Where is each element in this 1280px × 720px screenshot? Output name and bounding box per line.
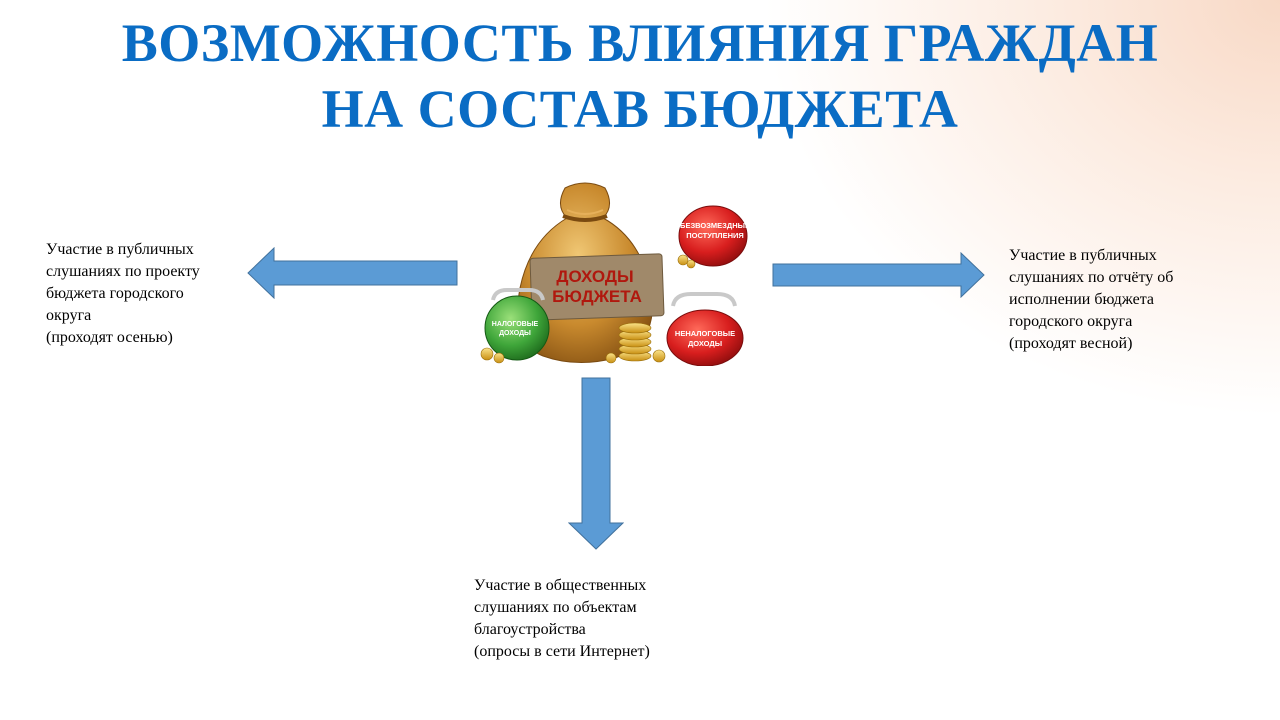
budget-revenue-illustration: ДОХОДЫ БЮДЖЕТА БЕЗВОЗМЕЗДНЫЕ ПОСТУПЛЕНИЯ… bbox=[465, 178, 750, 367]
top-right-red-purse: БЕЗВОЗМЕЗДНЫЕ ПОСТУПЛЕНИЯ bbox=[677, 205, 750, 269]
right-branch-text: Участие в публичных слушаниях по отчёту … bbox=[1009, 245, 1173, 355]
right-arrow bbox=[772, 252, 985, 298]
bag-label-line-2: БЮДЖЕТА bbox=[552, 287, 642, 306]
bottom-line-1: Участие в общественных bbox=[474, 577, 647, 594]
left-line-1: Участие в публичных bbox=[46, 241, 194, 258]
bottom-line-4: (опросы в сети Интернет) bbox=[474, 643, 650, 660]
right-line-2: слушаниях по отчёту об bbox=[1009, 269, 1174, 286]
coin-stack bbox=[605, 322, 666, 364]
left-green-purse: НАЛОГОВЫЕ ДОХОДЫ bbox=[480, 288, 550, 364]
bottom-branch-text: Участие в общественных слушаниях по объе… bbox=[474, 575, 650, 663]
top-right-purse-line-2: ПОСТУПЛЕНИЯ bbox=[686, 231, 744, 240]
right-line-1: Участие в публичных bbox=[1009, 247, 1157, 264]
left-arrow bbox=[247, 247, 458, 299]
left-purse-line-2: ДОХОДЫ bbox=[499, 330, 531, 337]
right-purse-line-1: НЕНАЛОГОВЫЕ bbox=[675, 329, 735, 338]
bag-label-line-1: ДОХОДЫ bbox=[556, 267, 633, 286]
top-right-purse-line-1: БЕЗВОЗМЕЗДНЫЕ bbox=[680, 221, 748, 230]
left-line-3: бюджета городского bbox=[46, 285, 184, 302]
left-purse-line-1: НАЛОГОВЫЕ bbox=[492, 321, 539, 328]
left-line-4: округа bbox=[46, 307, 92, 324]
left-line-2: слушаниях по проекту bbox=[46, 263, 200, 280]
right-purse-line-2: ДОХОДЫ bbox=[688, 339, 722, 348]
down-arrow bbox=[568, 377, 624, 550]
money-bag: ДОХОДЫ БЮДЖЕТА bbox=[517, 182, 665, 364]
left-line-5: (проходят осенью) bbox=[46, 329, 173, 346]
title-line-2: НА СОСТАВ БЮДЖЕТА bbox=[321, 79, 959, 139]
right-red-purse: НЕНАЛОГОВЫЕ ДОХОДЫ bbox=[666, 292, 744, 367]
right-line-3: исполнении бюджета bbox=[1009, 291, 1155, 308]
slide-title: ВОЗМОЖНОСТЬ ВЛИЯНИЯ ГРАЖДАН НА СОСТАВ БЮ… bbox=[0, 10, 1280, 142]
right-line-4: городского округа bbox=[1009, 313, 1133, 330]
right-line-5: (проходят весной) bbox=[1009, 335, 1133, 352]
title-line-1: ВОЗМОЖНОСТЬ ВЛИЯНИЯ ГРАЖДАН bbox=[121, 13, 1159, 73]
bottom-line-3: благоустройства bbox=[474, 621, 586, 638]
left-branch-text: Участие в публичных слушаниях по проекту… bbox=[46, 239, 200, 349]
budget-bag-picture: ДОХОДЫ БЮДЖЕТА БЕЗВОЗМЕЗДНЫЕ ПОСТУПЛЕНИЯ… bbox=[480, 182, 750, 367]
bottom-line-2: слушаниях по объектам bbox=[474, 599, 637, 616]
